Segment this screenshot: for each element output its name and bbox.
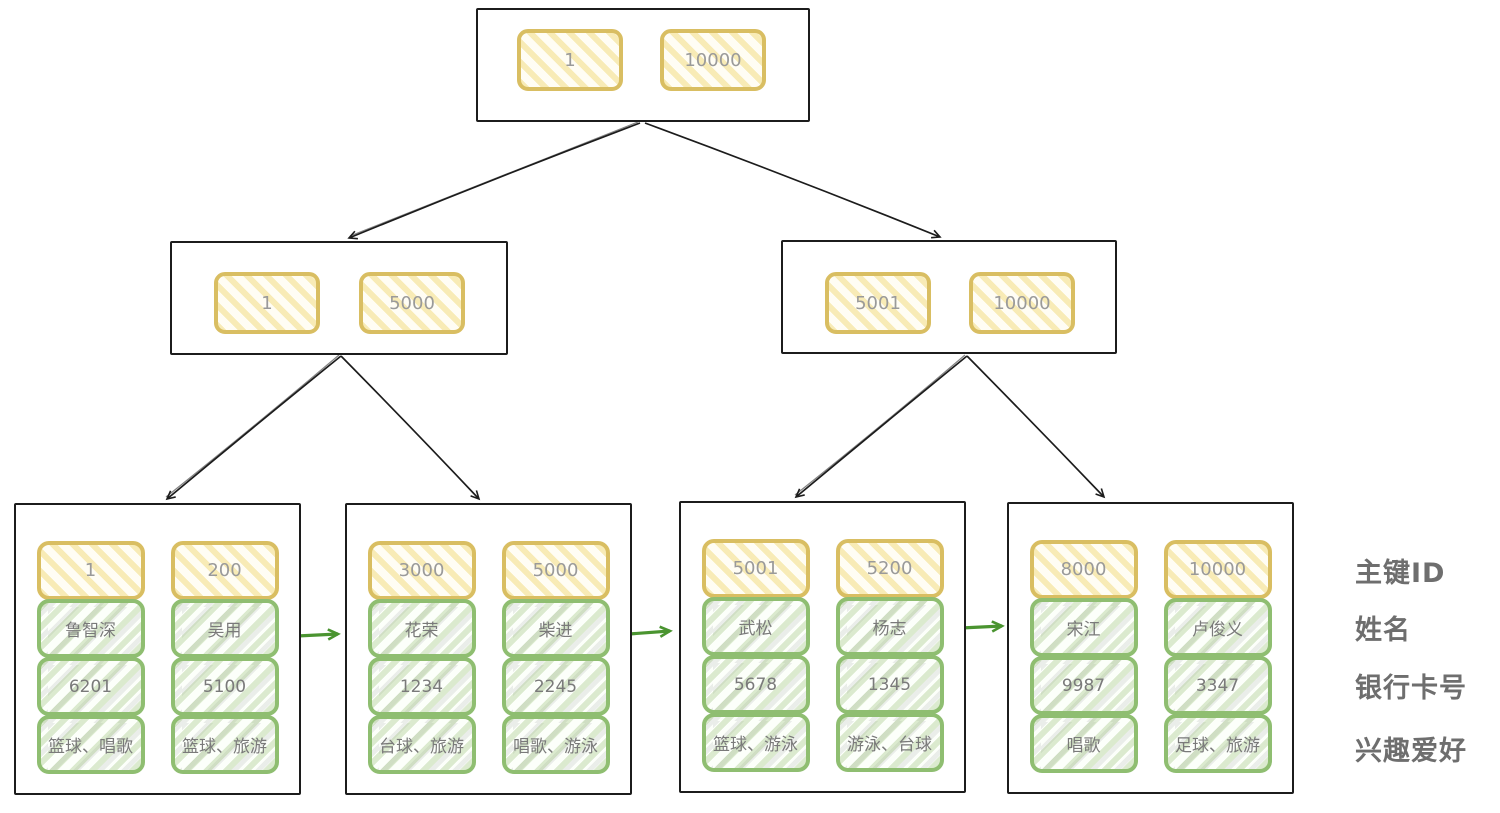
internal-key: 5001 — [825, 272, 931, 334]
internal-node-right: 5001 10000 — [781, 240, 1117, 354]
record-card: 1234 — [367, 657, 476, 716]
record-name: 杨志 — [835, 597, 944, 656]
legend-hobby: 兴趣爱好 — [1355, 736, 1467, 767]
record-hobby: 唱歌、游泳 — [501, 715, 610, 774]
left-internal-to-leaf-edges — [165, 354, 481, 501]
record-id: 3000 — [367, 541, 476, 600]
record: 10000 卢俊义 3347 足球、旅游 — [1163, 540, 1272, 792]
record: 3000 花荣 1234 台球、旅游 — [367, 541, 476, 793]
record-hobby: 足球、旅游 — [1163, 714, 1272, 773]
leaf-node-3: 5001 武松 5678 篮球、游泳 5200 杨志 1345 游泳、台球 — [679, 501, 966, 793]
record: 5200 杨志 1345 游泳、台球 — [835, 539, 944, 791]
root-node: 1 10000 — [476, 8, 810, 122]
record: 5000 柴进 2245 唱歌、游泳 — [501, 541, 610, 793]
legend-bank-card: 银行卡号 — [1355, 673, 1467, 704]
record-id: 5200 — [835, 539, 944, 598]
record-hobby: 唱歌 — [1029, 714, 1138, 773]
record-id: 10000 — [1163, 540, 1272, 599]
record-hobby: 篮球、游泳 — [701, 713, 810, 772]
record-id: 1 — [36, 541, 145, 600]
leaf-node-2: 3000 花荣 1234 台球、旅游 5000 柴进 2245 唱歌、游泳 — [345, 503, 632, 795]
leaf-node-1: 1 鲁智深 6201 篮球、唱歌 200 吴用 5100 篮球、旅游 — [14, 503, 301, 795]
record-card: 2245 — [501, 657, 610, 716]
internal-key: 5000 — [359, 272, 465, 334]
legend-primary-key: 主键ID — [1355, 558, 1446, 589]
record-name: 吴用 — [170, 599, 279, 658]
record: 200 吴用 5100 篮球、旅游 — [170, 541, 279, 793]
record-card: 1345 — [835, 655, 944, 714]
record-id: 5000 — [501, 541, 610, 600]
record: 1 鲁智深 6201 篮球、唱歌 — [36, 541, 145, 793]
record-hobby: 篮球、唱歌 — [36, 715, 145, 774]
leaf-node-4: 8000 宋江 9987 唱歌 10000 卢俊义 3347 足球、旅游 — [1007, 502, 1294, 794]
record-name: 卢俊义 — [1163, 598, 1272, 657]
right-internal-to-leaf-edges — [794, 354, 1106, 499]
legend-name: 姓名 — [1355, 615, 1411, 646]
record-card: 5100 — [170, 657, 279, 716]
record-card: 6201 — [36, 657, 145, 716]
record-card: 5678 — [701, 655, 810, 714]
record-name: 柴进 — [501, 599, 610, 658]
record-name: 花荣 — [367, 599, 476, 658]
record-card: 3347 — [1163, 656, 1272, 715]
record: 8000 宋江 9987 唱歌 — [1029, 540, 1138, 792]
record-name: 宋江 — [1029, 598, 1138, 657]
record-name: 武松 — [701, 597, 810, 656]
record-name: 鲁智深 — [36, 599, 145, 658]
record-id: 5001 — [701, 539, 810, 598]
record-hobby: 篮球、旅游 — [170, 715, 279, 774]
root-key: 10000 — [660, 29, 766, 91]
record-card: 9987 — [1029, 656, 1138, 715]
record-hobby: 游泳、台球 — [835, 713, 944, 772]
record-id: 8000 — [1029, 540, 1138, 599]
internal-key: 1 — [214, 272, 320, 334]
record-hobby: 台球、旅游 — [367, 715, 476, 774]
record-id: 200 — [170, 541, 279, 600]
record: 5001 武松 5678 篮球、游泳 — [701, 539, 810, 791]
internal-key: 10000 — [969, 272, 1075, 334]
internal-node-left: 1 5000 — [170, 241, 508, 355]
root-key: 1 — [517, 29, 623, 91]
root-to-internal-edges — [347, 121, 942, 240]
